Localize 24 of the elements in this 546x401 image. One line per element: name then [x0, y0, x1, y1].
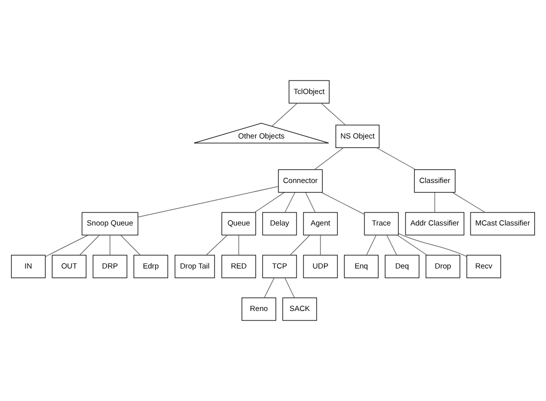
connector: [376, 147, 416, 170]
connector: [320, 102, 346, 126]
connector: [45, 234, 89, 258]
connector: [272, 102, 298, 127]
connector: [398, 233, 468, 257]
connector: [366, 234, 376, 256]
connector: [80, 234, 100, 256]
connector: [264, 278, 274, 298]
connector: [284, 278, 295, 298]
connector: [386, 234, 397, 256]
connector: [452, 192, 486, 213]
connector: [206, 234, 228, 256]
connector: [320, 234, 321, 256]
connector: [138, 186, 279, 218]
connector: [238, 234, 240, 256]
connector: [321, 192, 365, 215]
connector: [120, 234, 140, 256]
connector: [305, 192, 316, 212]
connector: [284, 192, 296, 212]
connector: [434, 192, 436, 212]
connector: [254, 192, 285, 213]
connector: [314, 147, 344, 170]
connector: [397, 234, 428, 256]
connector: [290, 234, 310, 256]
